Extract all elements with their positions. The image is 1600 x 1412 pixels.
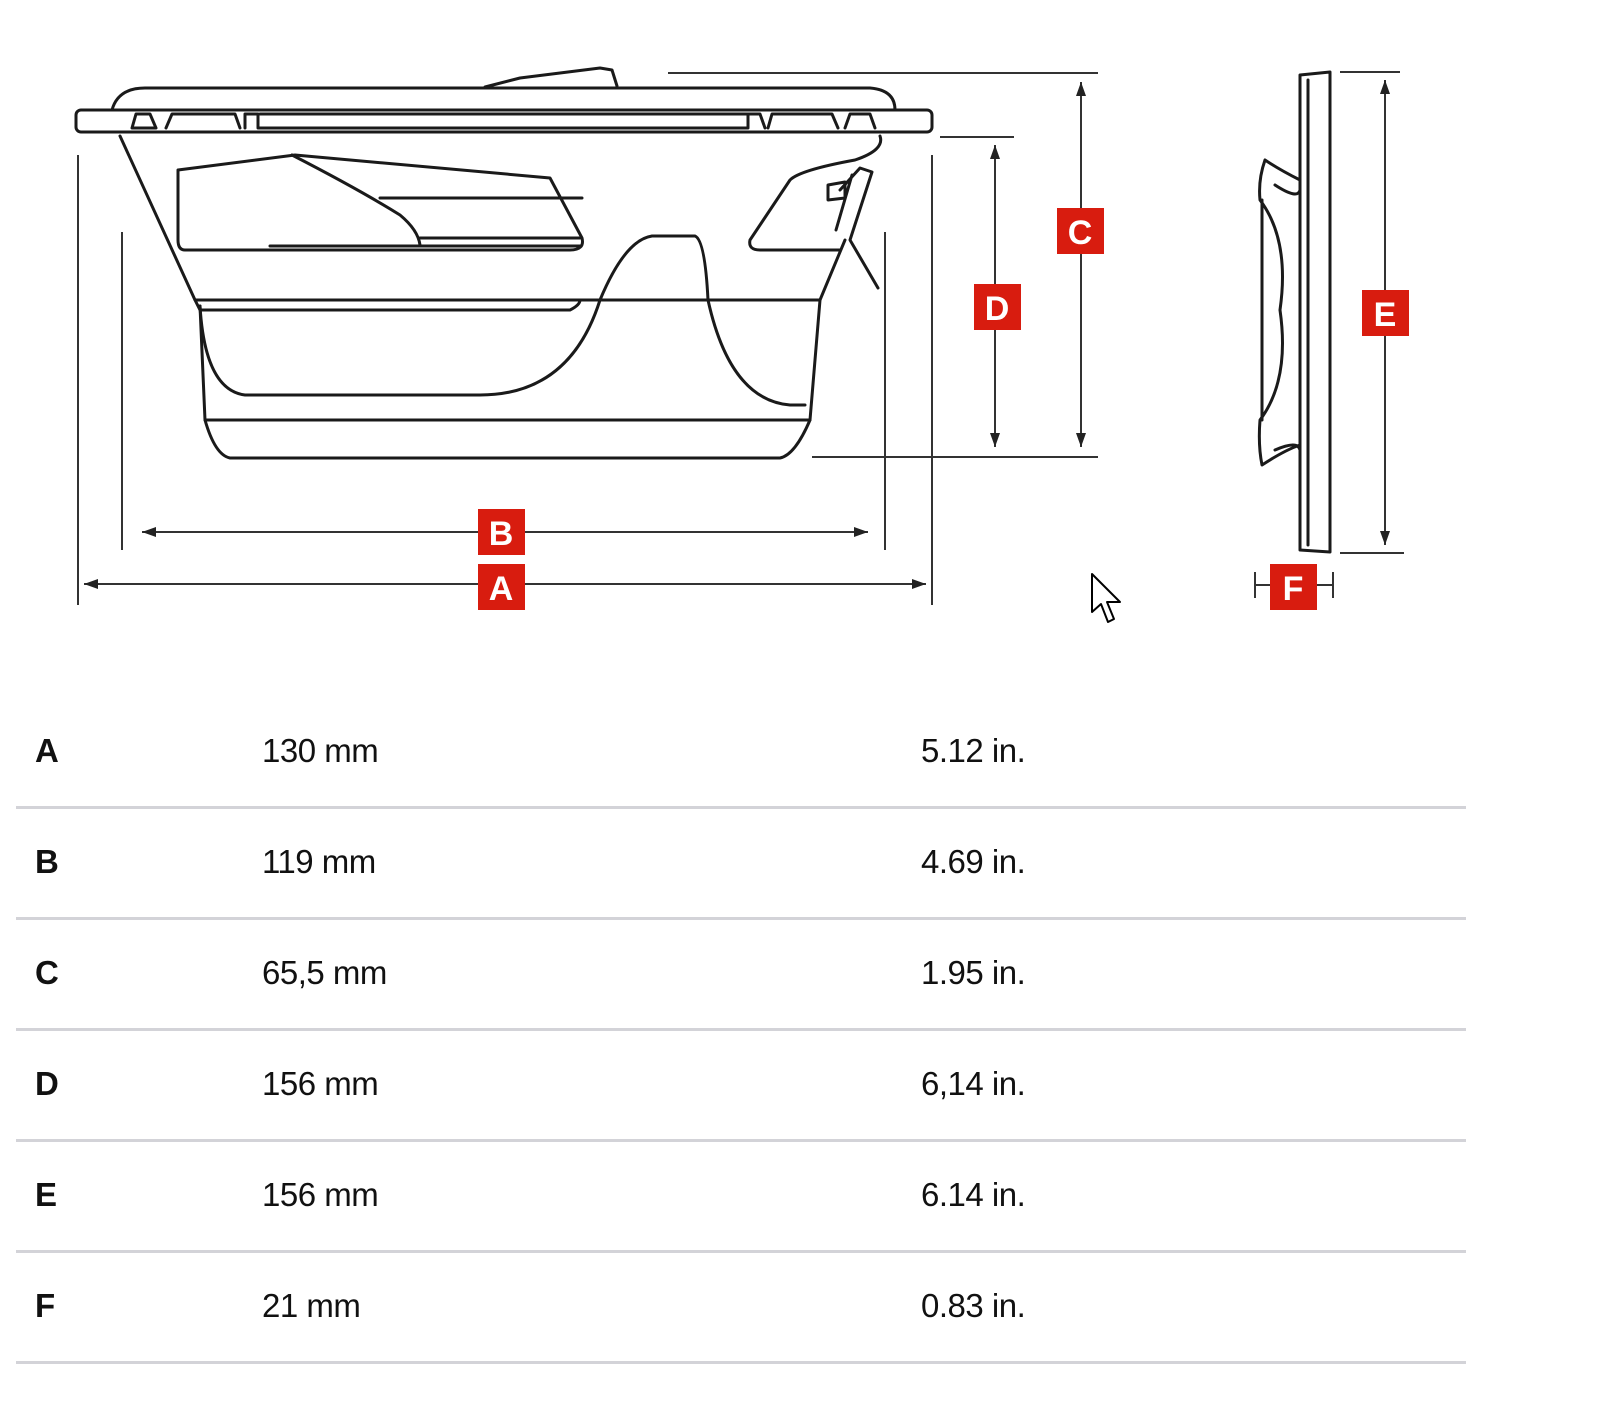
table-row: C 65,5 mm 1.95 in. <box>16 920 1466 1031</box>
dimension-letter: D <box>35 1065 59 1102</box>
dimension-letter: A <box>35 732 59 769</box>
dimension-inches: 0.83 in. <box>921 1287 1026 1324</box>
dimension-label-a: A <box>478 564 525 610</box>
dimension-inches: 6.14 in. <box>921 1176 1026 1213</box>
speaker-dimension-diagram: A B C D E F <box>74 66 1409 610</box>
dimension-mm: 156 mm <box>262 1065 379 1102</box>
mouse-cursor-icon <box>1091 573 1121 623</box>
dimension-label-d: D <box>974 284 1021 330</box>
table-row: E 156 mm 6.14 in. <box>16 1142 1466 1253</box>
speaker-front-view <box>74 66 934 460</box>
table-row: F 21 mm 0.83 in. <box>16 1253 1466 1364</box>
dimension-mm: 65,5 mm <box>262 954 387 991</box>
dimension-letter: E <box>35 1176 57 1213</box>
svg-text:B: B <box>489 515 514 553</box>
svg-text:F: F <box>1283 570 1304 608</box>
dimension-lines <box>77 72 1098 605</box>
dimension-label-f: F <box>1270 564 1317 610</box>
dimension-letter: F <box>35 1287 55 1324</box>
dimension-letter: B <box>35 843 59 880</box>
dimensions-table: A 130 mm 5.12 in. B 119 mm 4.69 in. C 65,5 mm… <box>16 698 1466 1364</box>
svg-text:E: E <box>1374 296 1397 334</box>
dimension-label-c: C <box>1057 208 1104 254</box>
svg-text:A: A <box>489 570 514 608</box>
dimension-inches: 6,14 in. <box>921 1065 1026 1102</box>
dimension-inches: 4.69 in. <box>921 843 1026 880</box>
dimension-mm: 21 mm <box>262 1287 361 1324</box>
table-row: D 156 mm 6,14 in. <box>16 1031 1466 1142</box>
dimension-inches: 1.95 in. <box>921 954 1026 991</box>
speaker-side-view <box>1254 70 1404 598</box>
dimension-letter: C <box>35 954 59 991</box>
dimension-mm: 119 mm <box>262 843 376 880</box>
dimension-label-b: B <box>478 509 525 555</box>
svg-text:D: D <box>985 290 1010 328</box>
dimension-mm: 156 mm <box>262 1176 379 1213</box>
dimension-label-e: E <box>1362 290 1409 336</box>
dimension-inches: 5.12 in. <box>921 732 1026 769</box>
svg-text:C: C <box>1068 214 1093 252</box>
table-row: B 119 mm 4.69 in. <box>16 809 1466 920</box>
table-row: A 130 mm 5.12 in. <box>16 698 1466 809</box>
dimension-mm: 130 mm <box>262 732 379 769</box>
